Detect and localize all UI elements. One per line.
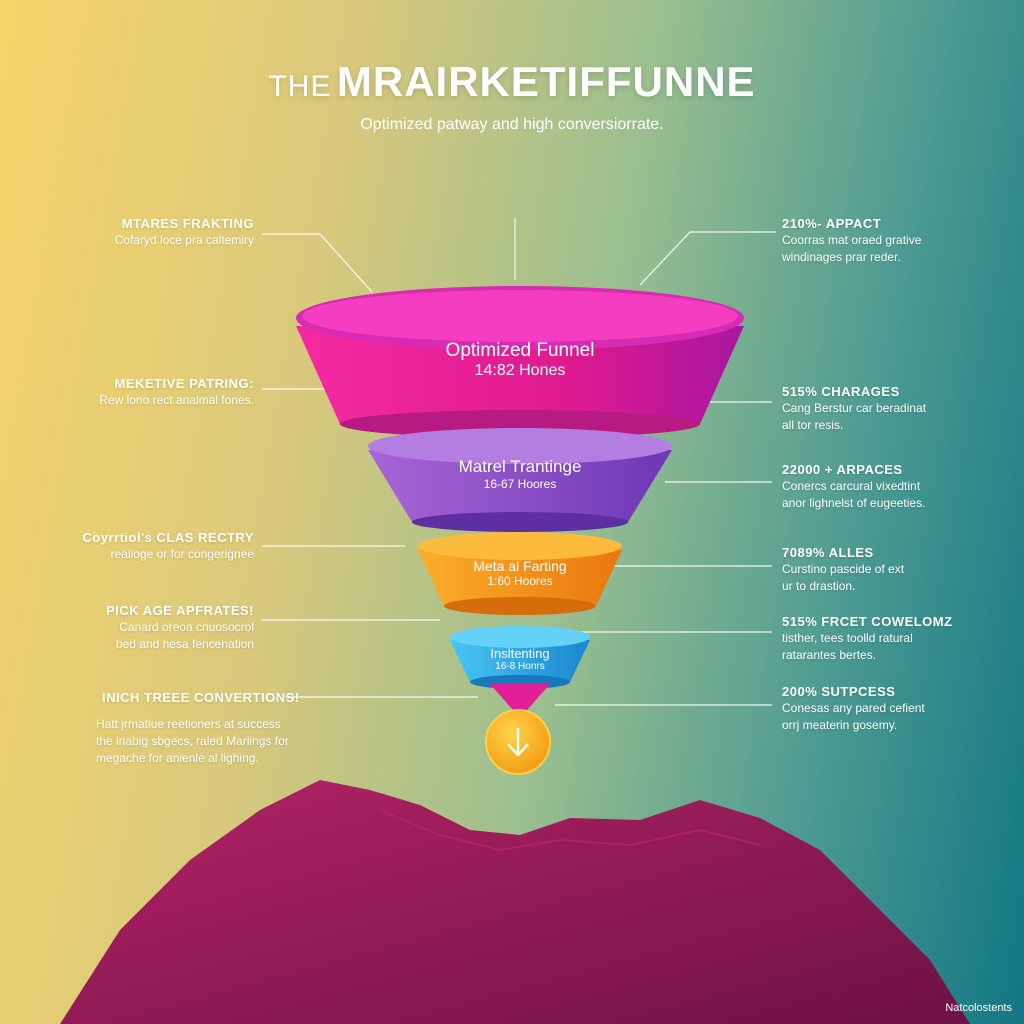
funnel-label-3-value: 1:60 Hoores — [487, 574, 553, 588]
right-note-4: 7089% ALLES Curstino pascide of ext ur t… — [782, 545, 1002, 594]
left-note-3-heading: Coyrrtiol's CLAS RECTRY — [82, 530, 254, 545]
left-note-4-desc-2: bed and hesa fencenation — [115, 637, 254, 651]
right-note-1: 210%- APPACT Coorras mat oraed grative w… — [782, 216, 1002, 265]
left-note-5-desc-2: the iriabig sbgecs, raled Marlings for — [96, 734, 289, 748]
left-note-4-heading: PICK AGE APFRATES! — [106, 603, 254, 618]
page-title: THE MRAIRKETIFFUNNE — [0, 58, 1024, 106]
footer-credit: Natcolostents — [945, 1002, 1012, 1014]
right-note-5-desc-2: ratarantes bertes. — [782, 648, 877, 662]
left-note-5-desc-3: megache for anienle al lighing. — [96, 751, 259, 765]
funnel-label-1-name: Optimized Funnel — [445, 340, 595, 361]
title-main: MRAIRKETIFFUNNE — [336, 58, 756, 105]
funnel-label-1: Optimized Funnel 14:82 Hones — [380, 340, 660, 380]
right-note-5-desc-1: tisther, tees toolld ratural — [782, 631, 913, 645]
left-note-1-desc-1: Cofaryd loce pra caltemiry — [114, 233, 254, 247]
funnel-label-1-value: 14:82 Hones — [474, 362, 566, 379]
funnel-label-3-name: Meta al Farting — [473, 558, 567, 574]
right-note-1-heading: 210%- APPACT — [782, 216, 882, 231]
mountain-ridge — [379, 809, 761, 852]
left-note-3: Coyrrtiol's CLAS RECTRY realioge or for … — [14, 530, 254, 562]
right-note-4-desc-2: ur to drastion. — [782, 579, 856, 593]
left-note-5-desc-1: Hatt jrmatlue reetioners at success — [96, 717, 281, 731]
right-note-2: 515% CHARAGES Cang Berstur car beradinat… — [782, 384, 1002, 433]
title-prefix: THE — [268, 70, 332, 103]
left-note-2-desc-1: Rew lono rect analmal fones. — [99, 393, 254, 407]
leader-lines — [262, 218, 776, 706]
right-note-1-desc-1: Coorras mat oraed grative — [782, 233, 922, 247]
left-note-2-heading: MEKETIVE PATRING: — [114, 376, 254, 391]
right-note-6-desc-1: Conesas any pared cefient — [782, 701, 925, 715]
left-note-3-desc-1: realioge or for congerignee — [110, 547, 254, 561]
right-note-3-desc-2: anor lighnelst of eugeeties. — [782, 496, 926, 510]
left-note-4-desc-1: Canard oreoa cnuosocrol — [119, 620, 254, 634]
funnel-label-4-name: Insltenting — [490, 646, 550, 661]
funnel-label-4: Insltenting 16-8 Honrs — [460, 646, 580, 672]
right-note-3-heading: 22000 + ARPACES — [782, 462, 903, 477]
arrow-down-icon — [485, 709, 551, 775]
right-note-2-desc-2: all tor resis. — [782, 418, 844, 432]
right-note-6-desc-2: orrj meaterin gosemy. — [782, 718, 898, 732]
page-subtitle: Optimized patway and high conversiorrate… — [360, 116, 664, 133]
funnel-label-2-value: 16-67 Hoores — [483, 477, 557, 491]
right-note-3-desc-1: Conercs carcural vixedtint — [782, 479, 921, 493]
right-note-1-desc-2: windinages prar reder. — [782, 250, 901, 264]
funnel-label-2: Matrel Trantinge 16-67 Hoores — [400, 457, 640, 491]
left-note-1: MTARES FRAKTING Cofaryd loce pra caltemi… — [14, 216, 254, 248]
funnel-tier-2 — [368, 428, 672, 532]
right-note-4-desc-1: Curstino pascide of ext — [782, 562, 905, 576]
funnel-label-2-name: Matrel Trantinge — [458, 457, 582, 476]
right-note-3: 22000 + ARPACES Conercs carcural vixedti… — [782, 462, 1002, 511]
left-note-1-heading: MTARES FRAKTING — [121, 216, 254, 231]
right-note-5-heading: 515% FRCET COWELOMZ — [782, 614, 953, 629]
funnel-label-3: Meta al Farting 1:60 Hoores — [430, 558, 610, 588]
funnel-tier-1 — [296, 286, 744, 438]
right-note-6-heading: 200% SUTPCESS — [782, 684, 896, 699]
left-note-5: INICH TREEE CONVERTIONS! Hatt jrmatlue r… — [96, 690, 356, 766]
funnel-tier-3 — [418, 532, 622, 615]
left-note-4: PICK AGE APFRATES! Canard oreoa cnuosocr… — [14, 603, 254, 652]
funnel-label-4-value: 16-8 Honrs — [495, 661, 545, 672]
right-note-4-heading: 7089% ALLES — [782, 545, 874, 560]
mountain-shape — [60, 780, 970, 1024]
right-note-6: 200% SUTPCESS Conesas any pared cefient … — [782, 684, 1002, 733]
right-note-2-desc-1: Cang Berstur car beradinat — [782, 401, 927, 415]
right-note-2-heading: 515% CHARAGES — [782, 384, 900, 399]
left-note-2: MEKETIVE PATRING: Rew lono rect analmal … — [14, 376, 254, 408]
left-note-5-heading: INICH TREEE CONVERTIONS! — [102, 690, 300, 705]
right-note-5: 515% FRCET COWELOMZ tisther, tees toolld… — [782, 614, 1002, 663]
funnel-spout — [490, 684, 550, 718]
